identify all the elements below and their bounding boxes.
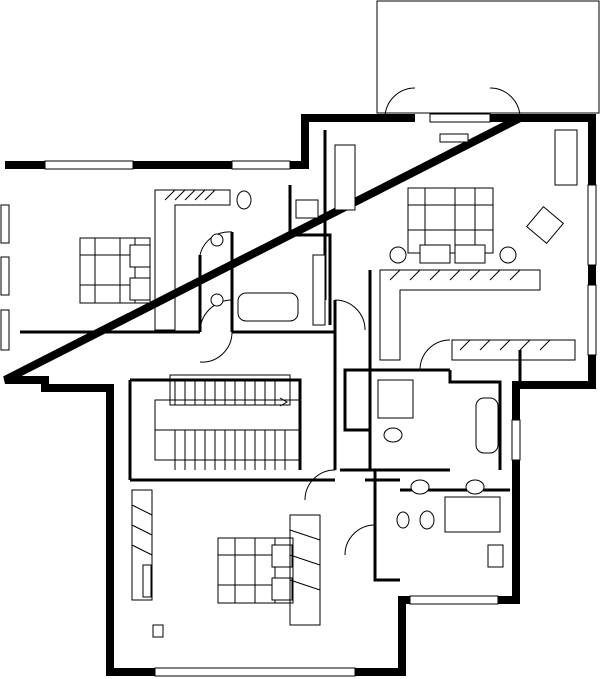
window [0,204,10,244]
cabinet [554,129,578,186]
toilet [419,510,435,530]
bed-lower [217,537,294,604]
door [334,299,366,331]
bathtub [237,292,299,322]
wardrobes [131,189,576,626]
bathtub [475,397,499,454]
sink [295,199,319,219]
sink [465,479,485,495]
sink [210,293,224,307]
door [419,339,451,371]
shower [377,379,414,419]
fireplace [439,133,469,143]
terrace [376,0,600,114]
door [304,469,336,501]
window [409,595,499,605]
shelf [312,254,326,326]
window [0,256,10,296]
window [44,160,134,170]
door [344,524,376,556]
toilet [236,190,252,210]
toilet [383,427,403,443]
bed-left [79,237,151,304]
window [587,184,597,266]
radiator [142,564,152,598]
bathroom-fixtures [210,190,504,568]
sink [410,479,430,495]
terrace-door [384,87,521,119]
outer-wall [3,114,596,676]
bed-master [389,187,517,264]
sink [210,233,224,247]
window [154,667,356,677]
door [199,299,233,363]
sink [487,544,504,568]
window [587,284,597,356]
furniture [142,129,578,638]
chair [152,624,164,638]
window [231,160,291,170]
window [511,419,521,461]
windows [0,113,597,677]
doors [199,87,521,556]
bidet [396,511,410,529]
shower [444,496,501,533]
window [429,113,491,123]
window [0,309,10,351]
armchair [525,205,565,245]
staircase [154,374,301,470]
dresser [334,144,356,211]
